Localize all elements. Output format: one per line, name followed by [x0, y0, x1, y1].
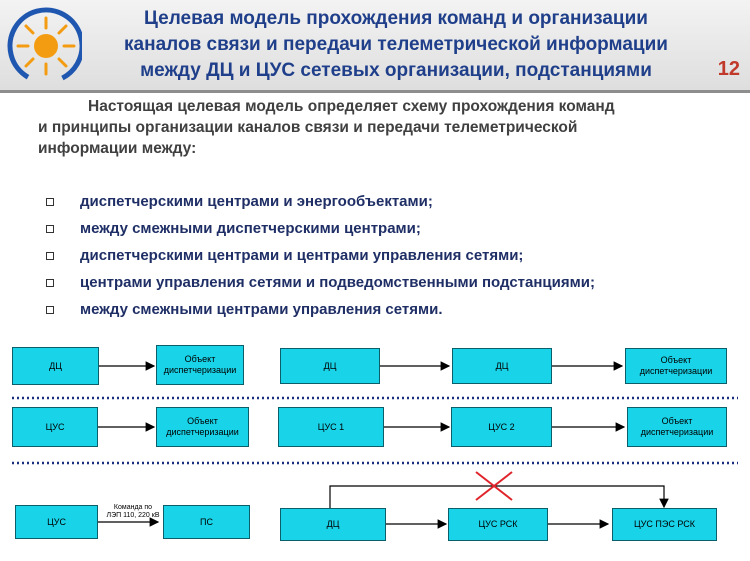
node-cus-1: ЦУС 1 [278, 407, 384, 447]
slide-header: Целевая модель прохождения команд и орга… [0, 0, 750, 90]
list-item: между смежными диспетчерскими центрами; [46, 215, 726, 242]
command-label-line: ЛЭП 110, 220 кВ [106, 512, 160, 519]
node-dispatch-object: Объект диспетчеризации [627, 407, 727, 447]
forbidden-cross-icon [475, 471, 513, 501]
bypass-arrow [325, 485, 669, 517]
list-item-text: между смежными диспетчерскими центрами; [80, 220, 421, 237]
list-item-text: диспетчерскими центрами и энергообъектам… [80, 193, 433, 210]
intro-paragraph: Настоящая целевая модель определяет схем… [38, 96, 728, 159]
node-dispatch-object: Объект диспетчеризации [156, 407, 249, 447]
title-line: Целевая модель прохождения команд и орга… [144, 8, 648, 29]
square-bullet-icon [46, 224, 54, 233]
title-line: каналов связи и передачи телеметрической… [124, 34, 668, 55]
node-dc: ДЦ [452, 348, 552, 384]
header-divider [0, 90, 750, 93]
command-label-line: Команда по [113, 504, 153, 511]
intro-line: информации между: [38, 140, 197, 157]
bullet-list: диспетчерскими центрами и энергообъектам… [46, 188, 726, 323]
node-cus-pes-rsk: ЦУС ПЭС РСК [612, 508, 717, 541]
node-dispatch-object: Объект диспетчеризации [156, 345, 244, 385]
node-dc: ДЦ [12, 347, 99, 385]
command-label: Команда по ЛЭП 110, 220 кВ [96, 504, 170, 520]
list-item-text: между смежными центрами управления сетям… [80, 301, 443, 318]
list-item: между смежными центрами управления сетям… [46, 296, 726, 323]
node-cus-rsk: ЦУС РСК [448, 508, 548, 541]
node-dc: ДЦ [280, 348, 380, 384]
node-cus-2: ЦУС 2 [451, 407, 552, 447]
page-number: 12 [717, 58, 740, 80]
list-item-text: диспетчерскими центрами и центрами управ… [80, 247, 524, 264]
intro-line: Настоящая целевая модель определяет схем… [88, 98, 615, 115]
square-bullet-icon [46, 278, 54, 287]
list-item-text: центрами управления сетями и подведомств… [80, 274, 595, 291]
list-item: диспетчерскими центрами и энергообъектам… [46, 188, 726, 215]
sun-logo-icon [7, 7, 82, 85]
square-bullet-icon [46, 197, 54, 206]
square-bullet-icon [46, 305, 54, 314]
intro-line: и принципы организации каналов связи и п… [38, 119, 578, 136]
node-cus: ЦУС [15, 505, 98, 539]
square-bullet-icon [46, 251, 54, 260]
node-cus: ЦУС [12, 407, 98, 447]
list-item: диспетчерскими центрами и центрами управ… [46, 242, 726, 269]
page-title: Целевая модель прохождения команд и орга… [86, 6, 706, 84]
node-dispatch-object: Объект диспетчеризации [625, 348, 727, 384]
node-ps: ПС [163, 505, 250, 539]
list-item: центрами управления сетями и подведомств… [46, 269, 726, 296]
title-line: между ДЦ и ЦУС сетевых организации, подс… [140, 60, 652, 81]
node-dc: ДЦ [280, 508, 386, 541]
